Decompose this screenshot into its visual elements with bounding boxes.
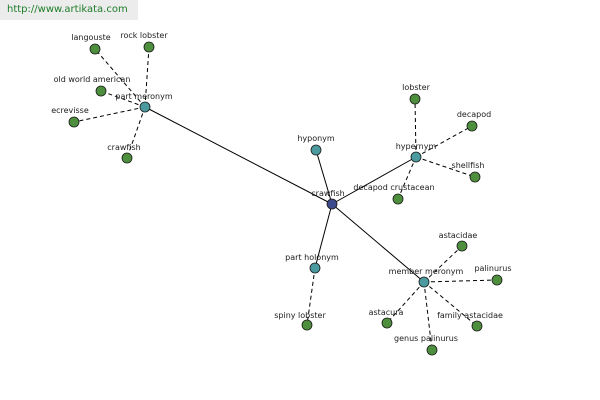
labels-layer: crawfish part meronym hyponym hypernym part … bbox=[51, 31, 511, 343]
node-label-decapod-crustacean: decapod crustacean bbox=[353, 183, 434, 192]
edge-part_meronym-crawfish_leaf bbox=[126, 106, 146, 159]
node-old-world-american[interactable] bbox=[95, 85, 107, 97]
node-astacidae[interactable] bbox=[456, 240, 468, 252]
node-label-hyponym: hyponym bbox=[297, 134, 335, 143]
edge-hypernym-decapod bbox=[415, 125, 473, 158]
node-crawfish-center[interactable] bbox=[326, 198, 338, 210]
edge-part_holonym-spiny_lobster bbox=[306, 267, 316, 326]
edge-part_meronym-rock_lobster bbox=[144, 46, 150, 108]
edge-part_meronym-old_world_american bbox=[100, 90, 146, 108]
node-rock-lobster[interactable] bbox=[143, 41, 155, 53]
node-label-member-meronym: member meronym bbox=[389, 267, 464, 276]
node-label-astacura: astacura bbox=[369, 308, 404, 317]
node-crawfish-leaf[interactable] bbox=[121, 152, 133, 164]
edge-member_meronym-astacura bbox=[386, 281, 425, 324]
node-label-palinurus: palinurus bbox=[474, 264, 511, 273]
node-label-decapod: decapod bbox=[457, 110, 491, 119]
edge-part_meronym-langouste bbox=[94, 48, 146, 108]
node-astacura[interactable] bbox=[381, 317, 393, 329]
node-label-part-meronym: part meronym bbox=[115, 92, 172, 101]
edge-part_meronym-ecrevisse bbox=[73, 106, 146, 123]
node-lobster[interactable] bbox=[409, 93, 421, 105]
node-label-spiny-lobster: spiny lobster bbox=[274, 311, 326, 320]
nodes-layer bbox=[68, 41, 503, 356]
node-label-part-holonym: part holonym bbox=[285, 253, 339, 262]
node-label-astacidae: astacidae bbox=[439, 231, 478, 240]
node-langouste[interactable] bbox=[89, 43, 101, 55]
node-genus-palinurus[interactable] bbox=[426, 344, 438, 356]
node-label-crawfish-leaf: crawfish bbox=[107, 143, 140, 152]
edge-crawfish_center-member_meronym bbox=[331, 203, 425, 283]
edges-layer bbox=[73, 46, 498, 351]
edge-hypernym-shellfish bbox=[415, 156, 476, 178]
node-decapod-crustacean[interactable] bbox=[392, 193, 404, 205]
node-label-ecrevisse: ecrevisse bbox=[51, 106, 89, 115]
edge-crawfish_center-hypernym bbox=[331, 156, 417, 205]
edge-member_meronym-family_astacidae bbox=[423, 281, 478, 327]
source-url-banner[interactable]: http://www.artikata.com bbox=[0, 0, 138, 20]
node-member-meronym[interactable] bbox=[418, 276, 430, 288]
node-label-langouste: langouste bbox=[71, 33, 111, 42]
node-label-hypernym: hypernym bbox=[396, 142, 437, 151]
node-label-lobster: lobster bbox=[402, 83, 430, 92]
edge-crawfish_center-part_meronym bbox=[144, 106, 333, 205]
node-shellfish[interactable] bbox=[469, 171, 481, 183]
node-family-astacidae[interactable] bbox=[471, 320, 483, 332]
edge-member_meronym-genus_palinurus bbox=[423, 281, 433, 351]
node-label-crawfish-center: crawfish bbox=[311, 189, 344, 198]
edge-crawfish_center-hyponym bbox=[315, 149, 333, 205]
node-label-family-astacidae: family astacidae bbox=[437, 311, 503, 320]
node-label-rock-lobster: rock lobster bbox=[120, 31, 168, 40]
node-label-genus-palinurus: genus palinurus bbox=[394, 334, 458, 343]
edge-member_meronym-astacidae bbox=[423, 245, 463, 283]
node-decapod[interactable] bbox=[466, 120, 478, 132]
node-part-holonym[interactable] bbox=[309, 262, 321, 274]
node-spiny-lobster[interactable] bbox=[301, 319, 313, 331]
edge-hypernym-lobster bbox=[414, 98, 417, 158]
node-part-meronym[interactable] bbox=[139, 101, 151, 113]
edge-hypernym-decapod_crustacean bbox=[397, 156, 417, 200]
node-ecrevisse[interactable] bbox=[68, 116, 80, 128]
edge-crawfish_center-part_holonym bbox=[314, 203, 333, 269]
node-palinurus[interactable] bbox=[491, 274, 503, 286]
node-label-old-world-american: old world american bbox=[54, 75, 131, 84]
node-hyponym[interactable] bbox=[310, 144, 322, 156]
node-hypernym[interactable] bbox=[410, 151, 422, 163]
node-label-shellfish: shellfish bbox=[452, 161, 485, 170]
edge-member_meronym-palinurus bbox=[423, 279, 498, 283]
